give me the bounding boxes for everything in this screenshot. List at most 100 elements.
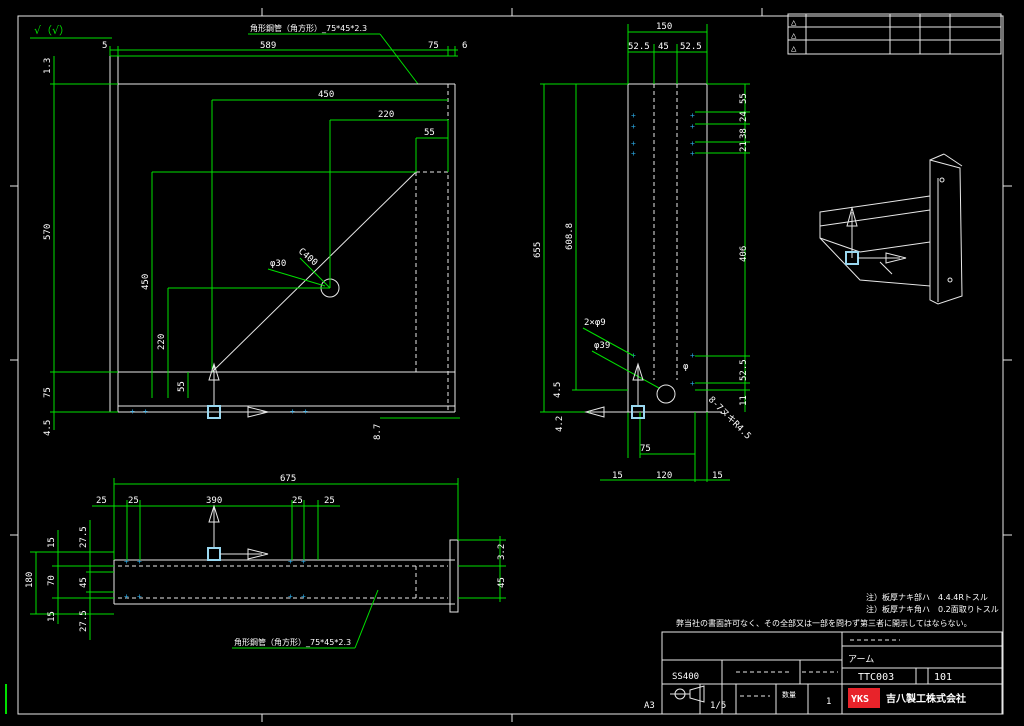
dim-655: 655 — [533, 242, 543, 258]
svg-text:+: + — [631, 122, 636, 131]
svg-text:+: + — [137, 592, 142, 601]
dim-45-top: 45 — [658, 42, 669, 52]
qty-value: 1 — [826, 697, 831, 707]
dim-75: 75 — [428, 41, 439, 51]
dim-608-8: 608.8 — [565, 223, 575, 250]
dim-55-h: 55 — [424, 128, 435, 138]
dim-390: 390 — [206, 496, 222, 506]
svg-text:+: + — [690, 111, 695, 120]
svg-text:+: + — [288, 592, 293, 601]
projection-symbol-icon — [670, 685, 705, 703]
dim-4-5-side: 4.5 — [553, 382, 563, 398]
plan-view: 675 25 25 390 25 25 180 15 70 15 27.5 45… — [25, 474, 507, 649]
svg-text:+: + — [631, 149, 636, 158]
dim-3-2: 3.2 — [497, 544, 507, 560]
dim-180: 180 — [25, 572, 35, 588]
revision-table: △ △ △ — [787, 13, 1002, 55]
dim-45-right: 45 — [497, 577, 507, 588]
sheet-number: 101 — [934, 672, 952, 683]
side-view: 150 52.5 45 52.5 655 608.8 4.5 4.2 55 24… — [533, 22, 753, 482]
front-view: C400 φ30 5 589 75 6 450 220 55 1.3 570 4… — [43, 41, 467, 440]
dim-25-p4: 25 — [324, 496, 335, 506]
dim-11-side: 11 — [739, 395, 749, 406]
svg-text:+: + — [301, 557, 306, 566]
dim-55-side: 55 — [739, 93, 749, 104]
dim-75-v: 75 — [43, 387, 53, 398]
sheet-border — [17, 15, 1004, 715]
revision-symbol-3: △ — [791, 44, 797, 54]
svg-text:+: + — [303, 407, 308, 416]
dim-8-7: 8.7 — [373, 424, 383, 440]
holes-phi39-label: φ39 — [594, 341, 610, 351]
svg-text:+: + — [124, 557, 129, 566]
paper-size: A3 — [644, 701, 655, 711]
svg-text:+: + — [143, 407, 148, 416]
material-note-bottom: 角形鋼管（角方形）_75*45*2.3 — [234, 637, 351, 647]
dim-4-2-side: 4.2 — [555, 416, 565, 432]
drawing-number: TTC003 — [858, 672, 894, 683]
copyright-notice: 弊当社の書面許可なく、その全部又は一部を問わず第三者に開示してはならない。 — [676, 618, 972, 628]
dim-25-p1: 25 — [96, 496, 107, 506]
dim-570: 570 — [43, 224, 53, 240]
front-view-hole-marks: + + + + — [130, 407, 308, 416]
svg-text:+: + — [631, 139, 636, 148]
svg-text:+: + — [690, 149, 695, 158]
material-value: SS400 — [672, 672, 699, 682]
dim-406: 406 — [739, 246, 749, 262]
qty-label: 数量 — [782, 690, 796, 699]
svg-text:+: + — [290, 407, 295, 416]
plan-view-axis-icon — [207, 504, 269, 561]
dim-38-side: 38 — [739, 128, 749, 139]
dim-4-5: 4.5 — [43, 420, 53, 436]
svg-text:+: + — [301, 592, 306, 601]
side-view-axis-icon — [584, 362, 645, 419]
svg-text:+: + — [690, 139, 695, 148]
dim-150: 150 — [656, 22, 672, 32]
scale-value: 1/5 — [710, 701, 726, 711]
note-1: 注）板厚ナキ部ハ 4.4.4Rトスル — [866, 592, 988, 602]
dim-70: 70 — [47, 575, 57, 586]
dim-220-v: 220 — [157, 334, 167, 350]
plan-view-hole-marks: ++ ++ ++ ++ — [124, 557, 306, 601]
dim-45-plan: 45 — [79, 577, 89, 588]
note-2: 注）板厚ナキ角ハ 0.2面取りトスル — [866, 604, 999, 614]
side-view-hole-marks: ++ ++ ++ ++ ++ + — [631, 111, 695, 388]
holes-2xphi9-label: 2×φ9 — [584, 318, 606, 328]
dim-52-5-b: 52.5 — [680, 42, 702, 52]
dim-220-h: 220 — [378, 110, 394, 120]
revision-symbol-1: △ — [791, 18, 797, 28]
svg-text:+: + — [631, 111, 636, 120]
dim-27-5-bot: 27.5 — [79, 610, 89, 632]
dim-6: 6 — [462, 41, 467, 51]
revision-symbol-2: △ — [791, 31, 797, 41]
dim-24-side: 24 — [739, 111, 749, 122]
part-name: アーム — [848, 654, 874, 665]
svg-text:+: + — [288, 557, 293, 566]
company-name: 吉八製工株式会社 — [886, 692, 966, 705]
phi-label: φ — [683, 362, 689, 372]
dim-15-a: 15 — [612, 471, 623, 481]
dim-450-v: 450 — [141, 274, 151, 290]
surface-finish-mark: √（√） — [34, 24, 70, 37]
dim-15-p-top: 15 — [47, 537, 57, 548]
svg-text:+: + — [137, 557, 142, 566]
dim-15-p-bot: 15 — [47, 611, 57, 622]
dim-450-h: 450 — [318, 90, 334, 100]
dim-21-side: 21 — [739, 141, 749, 152]
dim-1-3: 1.3 — [43, 58, 53, 74]
dim-27-5-top: 27.5 — [79, 526, 89, 548]
title-block: SS400 アーム TTC003 101 A3 1/5 数量 1 YKS 吉八製… — [644, 631, 1003, 715]
dim-120: 120 — [656, 471, 672, 481]
dim-55-v: 55 — [177, 381, 187, 392]
hole-phi-label: φ30 — [270, 259, 286, 269]
dim-52-5-a: 52.5 — [628, 42, 650, 52]
company-logo: YKS — [848, 688, 880, 708]
dim-15-b: 15 — [712, 471, 723, 481]
dim-675: 675 — [280, 474, 296, 484]
svg-text:+: + — [130, 407, 135, 416]
dim-25-p2: 25 — [128, 496, 139, 506]
dim-52-5-side: 52.5 — [739, 359, 749, 381]
dim-589: 589 — [260, 41, 276, 51]
